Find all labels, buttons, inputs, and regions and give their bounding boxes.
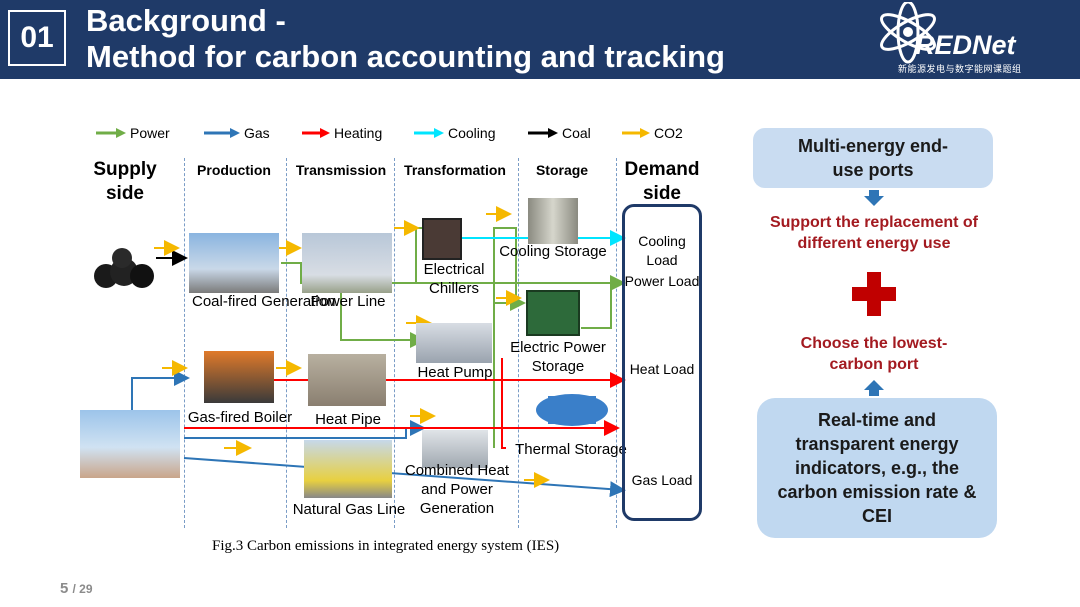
natural-gas-line-image <box>304 440 392 498</box>
supply-side-heading: Supply side <box>93 159 157 204</box>
legend-coal: Coal <box>528 125 591 141</box>
heat-load-label: Heat Load <box>629 361 695 377</box>
chp-unit-image <box>422 430 488 468</box>
legend-label: CO2 <box>654 125 683 141</box>
page-number: 5 / 29 <box>60 580 93 597</box>
page-total: / 29 <box>72 582 93 596</box>
cooling-storage-image <box>528 198 578 244</box>
legend-label: Heating <box>334 125 383 141</box>
power-line-label: Power Line <box>310 293 386 310</box>
chp-label: Combined Heat and Power Generation <box>404 462 510 517</box>
power-load-label: Power Load <box>624 273 700 289</box>
battery-storage-image <box>526 290 580 336</box>
gas-boiler-image <box>204 351 274 403</box>
cooling-load-label: Cooling Load <box>638 233 686 268</box>
box2-text: Real-time and transparent energy indicat… <box>777 410 977 526</box>
cooling-storage-label: Cooling Storage <box>499 243 607 260</box>
page-current: 5 <box>60 580 69 597</box>
legend-label: Power <box>130 125 170 141</box>
legend-gas: Gas <box>204 125 270 141</box>
thermal-storage-label: Thermal Storage <box>515 441 627 458</box>
heat-pump-label: Heat Pump <box>417 364 493 381</box>
demand-side-box <box>622 204 702 521</box>
blue-arrow-up-icon <box>864 380 884 396</box>
stage-divider <box>518 158 519 528</box>
gas-fired-boiler-label: Gas-fired Boiler <box>187 409 293 426</box>
replacement-text: Support the replacement of different ene… <box>769 214 979 252</box>
page-title-line1: Background - <box>86 3 286 38</box>
heat-pump-image <box>416 323 492 363</box>
stage-divider <box>286 158 287 528</box>
logo-name: REDNet <box>915 30 1016 60</box>
transmission-heading: Transmission <box>295 162 387 178</box>
stage-divider <box>184 158 185 528</box>
natural-gas-line-label: Natural Gas Line <box>292 501 406 518</box>
ies-diagram: Power Gas Heating Cooling Coal CO2 Suppl… <box>76 118 716 530</box>
electrical-chillers-label: Electrical Chillers <box>423 261 485 297</box>
heat-pipe-image <box>308 354 386 406</box>
header-bar: 01 Background - Method for carbon accoun… <box>0 0 1080 79</box>
legend-label: Coal <box>562 125 591 141</box>
electrical-chiller-image <box>422 218 462 260</box>
indicators-box: Real-time and transparent energy indicat… <box>757 398 997 538</box>
heat-pipe-label: Heat Pipe <box>315 411 381 428</box>
oil-gas-field-image <box>80 410 180 478</box>
multi-energy-ports-box: Multi-energy end-use ports <box>753 128 993 188</box>
blue-arrow-down-icon <box>864 190 884 206</box>
legend-label: Gas <box>244 125 270 141</box>
coal-fired-label: Coal-fired Generation <box>192 293 336 310</box>
red-cross-icon <box>852 272 896 316</box>
legend-label: Cooling <box>448 125 496 141</box>
redenet-atom-logo-icon <box>880 2 936 64</box>
legend-heating: Heating <box>302 125 382 141</box>
gas-load-label: Gas Load <box>631 472 693 488</box>
figure-caption: Fig.3 Carbon emissions in integrated ene… <box>212 538 560 554</box>
power-line-image <box>302 233 392 293</box>
coal-fired-plant-image <box>189 233 279 293</box>
logo-subtitle: 新能源发电与数字能网课题组 <box>898 64 1022 74</box>
legend-co2: CO2 <box>622 125 683 141</box>
stage-divider <box>394 158 395 528</box>
section-number: 01 <box>8 10 66 66</box>
page-title-line2: Method for carbon accounting and trackin… <box>86 39 725 74</box>
legend-cooling: Cooling <box>414 125 495 141</box>
production-heading: Production <box>197 162 271 178</box>
transformation-heading: Transformation <box>404 162 506 178</box>
stage-divider <box>616 158 617 528</box>
box1-text: Multi-energy end-use ports <box>797 136 948 180</box>
lowest-carbon-text: Choose the lowest-carbon port <box>800 335 948 373</box>
coal-pile-icon <box>94 248 154 288</box>
legend-power: Power <box>96 125 170 141</box>
thermal-storage-tank-icon <box>536 394 608 426</box>
storage-heading: Storage <box>535 162 589 178</box>
demand-side-heading: Demand side <box>624 159 700 204</box>
electric-power-storage-label: Electric Power Storage <box>510 339 606 375</box>
